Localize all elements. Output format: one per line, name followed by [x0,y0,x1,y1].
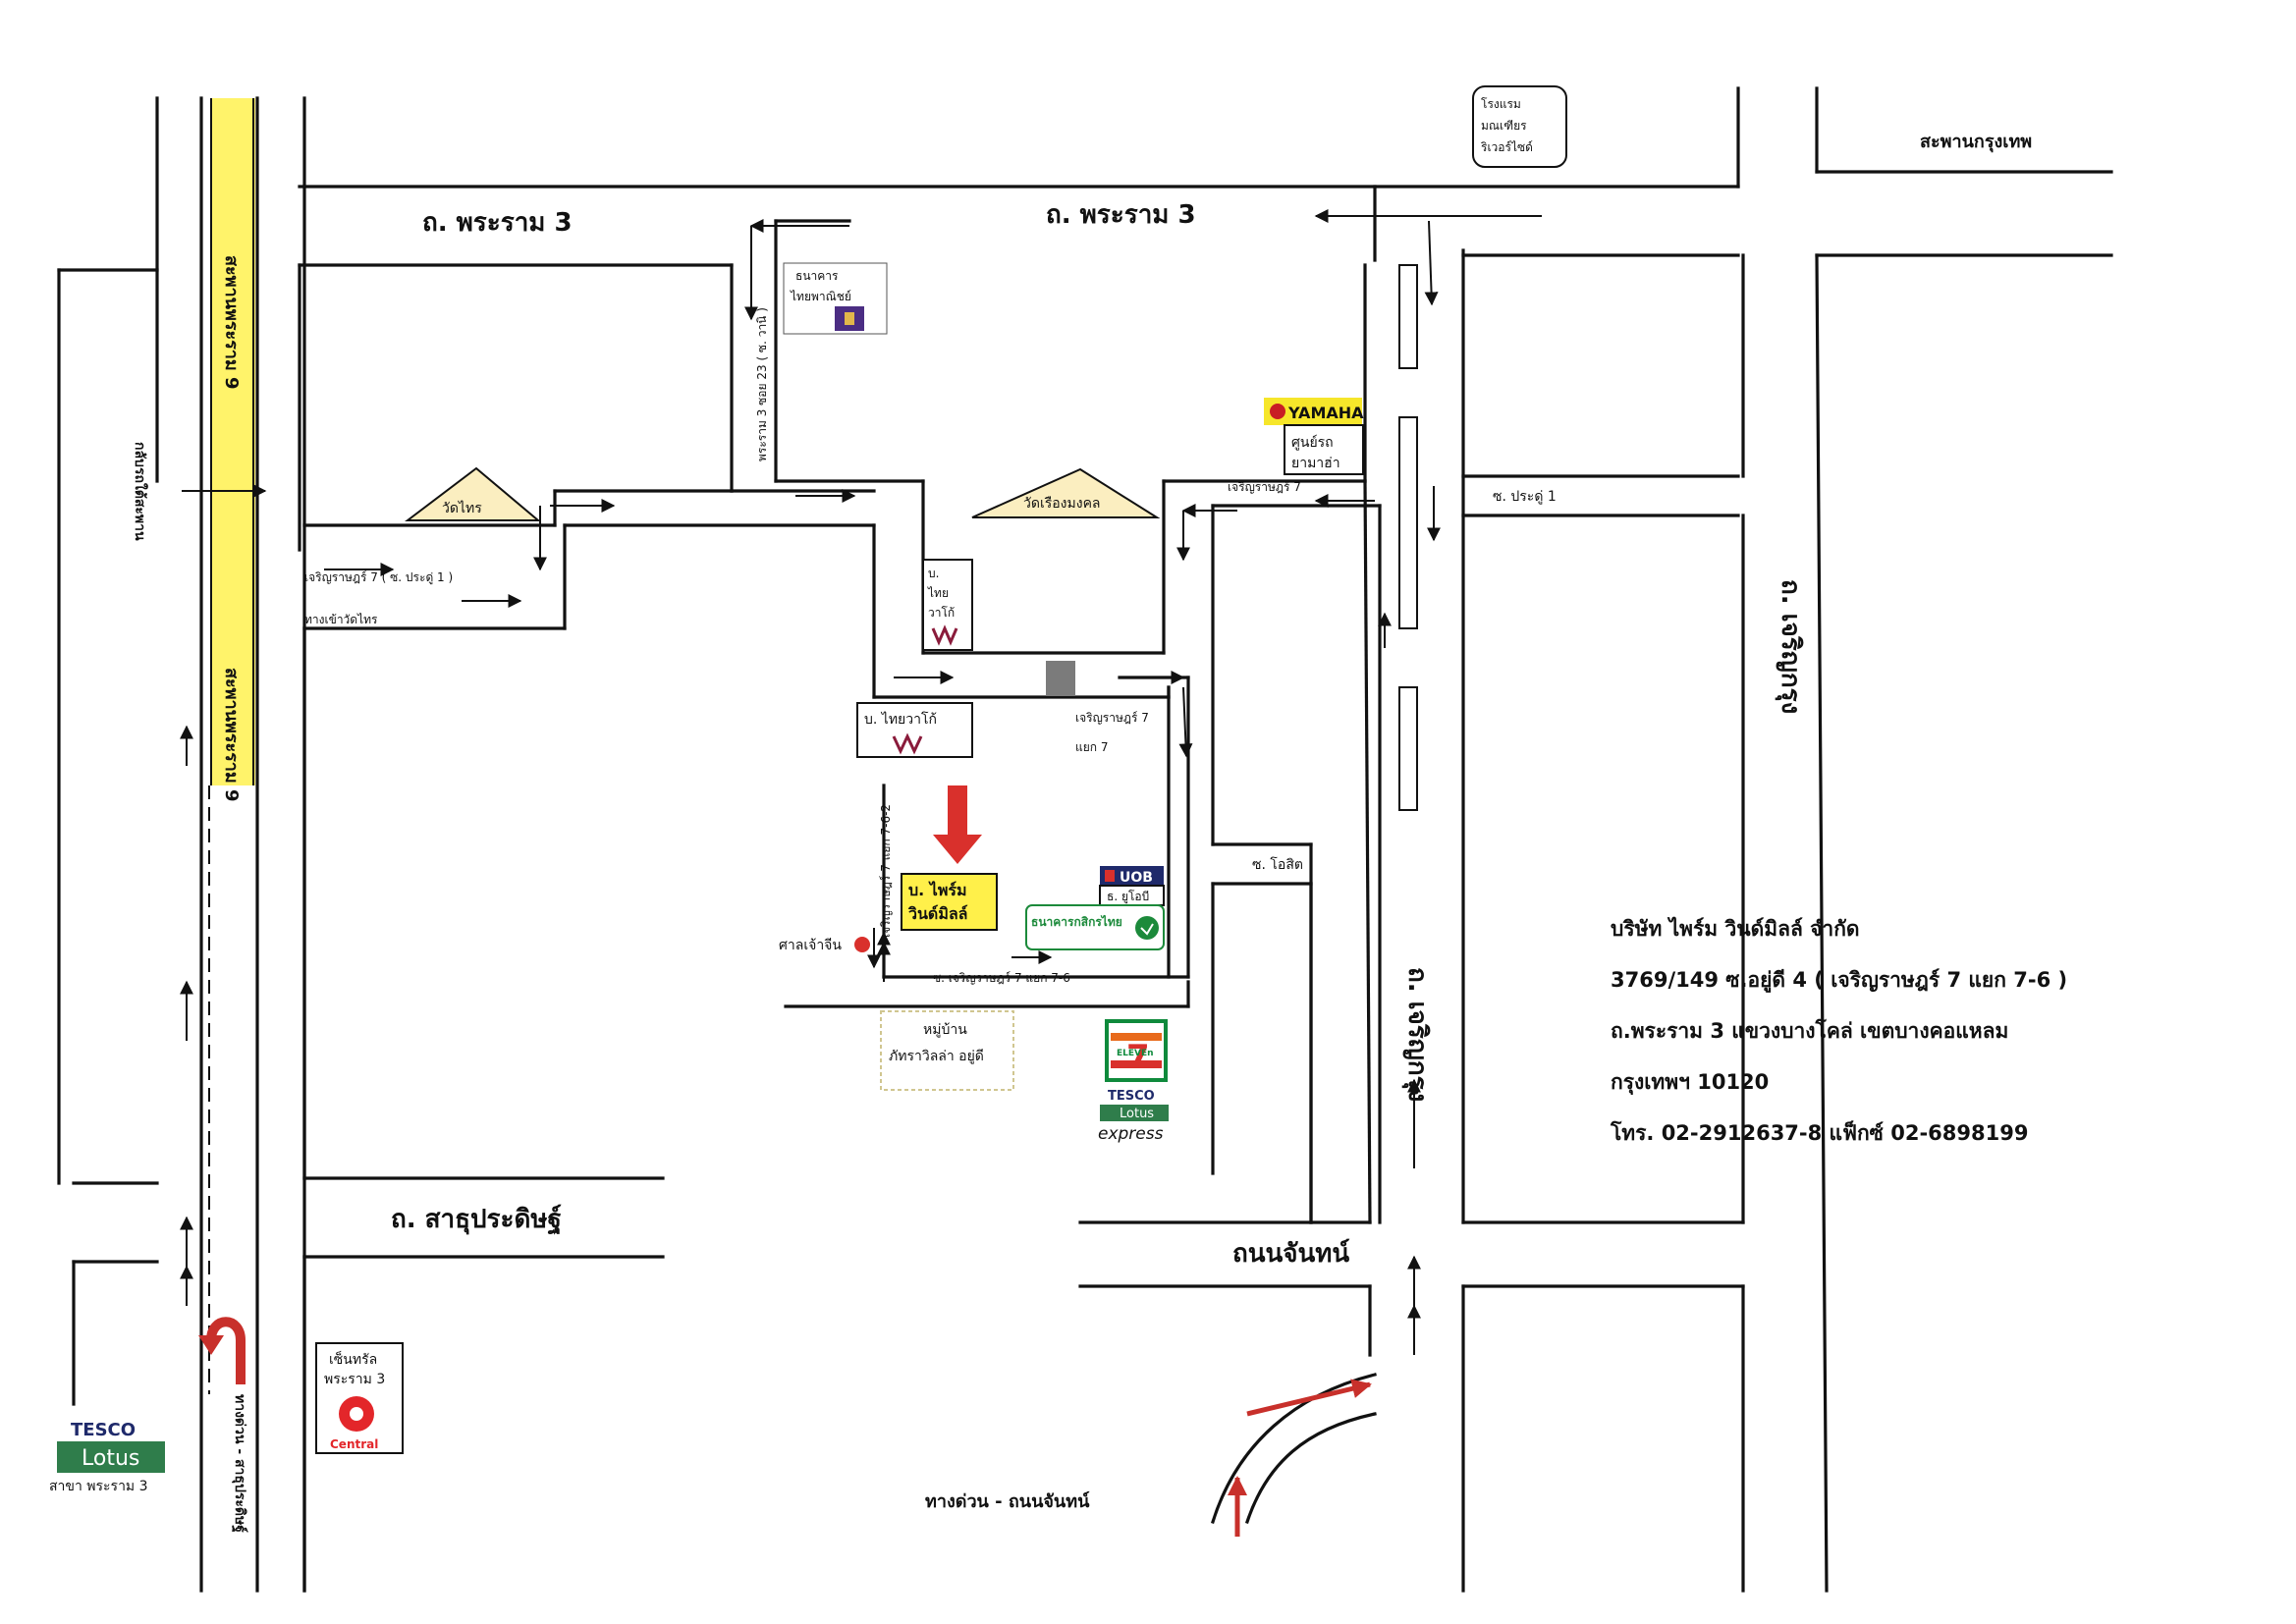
road-labels: ถ. พระราม 3 ถ. พระราม 3 ถ. สาธุประดิษฐ์ … [132,132,2032,1533]
charoenkrung-label-mid: ถ. เจริญกรุง [1401,967,1432,1102]
charoenrat7-pradu1-label: เจริญราษฎร์ 7 ( ซ. ประดู่ 1 ) [304,570,453,585]
seven-eleven-logo-icon [1105,1019,1168,1082]
svg-text:ยามาฮ่า: ยามาฮ่า [1291,456,1340,471]
svg-text:บ.: บ. [928,567,939,580]
scb-bank-landmark: ธนาคาร ไทยพาณิชย์ [783,262,888,335]
rama9-bridge-label-mid: สะพานพระราม 9 [221,668,242,802]
svg-text:พระราม 3: พระราม 3 [324,1372,385,1387]
address-line-2: ถ.พระราม 3 แขวงบางโคล่ เขตบางคอแหลม [1611,1019,2009,1043]
seven-eleven-landmark: 7 ELEVEn [1105,1019,1168,1082]
svg-text:วินด์มิลล์: วินด์มิลล์ [907,904,967,923]
soi23-label: พระราม 3 ซอย 23 ( ซ. วานิ ) [755,307,769,461]
svg-text:Lotus: Lotus [1120,1107,1154,1121]
wacoal-logo-icon [931,624,958,646]
company-name: บริษัท ไพร์ม วินด์มิลล์ จำกัด [1611,917,1860,941]
svg-text:ภัทราวิลล่า อยู่ดี: ภัทราวิลล่า อยู่ดี [889,1049,984,1064]
rama3-road-label-right: ถ. พระราม 3 [1046,200,1196,230]
gate-icon [1046,661,1075,696]
soi-pradu1-label: ซ. ประดู่ 1 [1493,489,1557,505]
thai-wacoal-vertical-landmark: บ. ไทย วาโก้ [922,559,973,651]
svg-text:ศูนย์รถ: ศูนย์รถ [1291,434,1334,451]
svg-text:เซ็นทรัล: เซ็นทรัล [329,1350,377,1368]
svg-text:วาโก้: วาโก้ [928,606,955,620]
kbank-logo-icon [1135,916,1159,940]
hotel-landmark: โรงแรม มณเฑียร ริเวอร์ไซด์ [1472,85,1567,168]
temple-icon [971,467,1161,518]
svg-text:ธ. ยูโอบี: ธ. ยูโอบี [1107,890,1149,904]
svg-text:วัดไทร: วัดไทร [442,500,482,516]
charoenkrung-label-right: ถ. เจริญกรุง [1775,579,1805,714]
contact-phone-fax: โทร. 02-2912637-8 แฟ็กซ์ 02-6898199 [1611,1121,2029,1145]
rama9-bridge-label-top: สะพานพระราม 9 [221,255,242,390]
svg-text:express: express [1098,1124,1164,1144]
rama3-road-label-left: ถ. พระราม 3 [422,208,573,238]
kbank-landmark: ธนาคารกสิกรไทย [1025,904,1165,950]
svg-text:ไทย: ไทย [927,586,949,600]
charoenrat7-top-label: เจริญราษฎร์ 7 [1228,480,1301,494]
svg-text:ELEVEn: ELEVEn [1117,1049,1154,1058]
thai-wacoal-landmark: บ. ไทยวาโก้ [856,702,973,758]
chinese-shrine-landmark: ศาลเจ้าจีน [779,937,870,953]
uob-logo-icon [1100,866,1164,886]
yamaha-landmark: YAMAHA ศูนย์รถ ยามาฮ่า [1264,398,1364,475]
svg-text:ธนาคารกสิกรไทย: ธนาคารกสิกรไทย [1031,914,1122,929]
rama9-road [57,96,306,1593]
wat-entrance-label: ทางเข้าวัดไทร [304,613,378,626]
landmarks: โรงแรม มณเฑียร ริเวอร์ไซด์ ธนาคาร ไทยพาณ… [49,85,1567,1494]
bridge-highlight [211,98,255,785]
svg-text:ริเวอร์ไซด์: ริเวอร์ไซด์ [1480,140,1532,154]
village-landmark: หมู่บ้าน ภัทราวิลล่า อยู่ดี [880,1010,1014,1091]
sathupradit-road-label: ถ. สาธุประดิษฐ์ [391,1204,562,1236]
charoenrat7-762-label: เจริญราษฎร์ 7 แยก 7-6-2 [879,804,893,938]
svg-text:หมู่บ้าน: หมู่บ้าน [923,1022,967,1038]
expressway-sathu-label: ทางด่วน - สาธุประดิษฐ์ [231,1394,248,1533]
krungthep-bridge-label: สะพานกรุงเทพ [1920,132,2032,153]
chan-road-label: ถนนจันทน์ [1232,1238,1350,1269]
traffic-arrows [180,209,1542,1537]
tesco-lotus-landmark: TESCO Lotus สาขา พระราม 3 [49,1420,165,1494]
svg-text:YAMAHA: YAMAHA [1287,404,1364,422]
road-network [57,86,2113,1593]
shrine-icon [854,937,870,952]
svg-text:ศาลเจ้าจีน: ศาลเจ้าจีน [779,938,842,953]
uob-bank-landmark: UOB ธ. ยูโอบี [1099,866,1165,906]
svg-text:TESCO: TESCO [1108,1089,1155,1104]
wacoal-logo-icon [892,732,923,755]
address-line-3: กรุงเทพฯ 10120 [1611,1070,1770,1094]
underpass-label: กลับรถใต้สะพาน [132,442,149,541]
wat-rueang-landmark: วัดเรืองมงคล [971,467,1161,518]
address-line-1: 3769/149 ซ.อยู่ดี 4 ( เจริญราษฎร์ 7 แยก … [1611,968,2068,992]
svg-text:บ. ไทยวาโก้: บ. ไทยวาโก้ [864,711,937,728]
destination-arrow-icon [933,785,982,864]
tesco-express-landmark: TESCO Lotus express [1098,1089,1169,1144]
svg-text:7: 7 [1126,1038,1150,1077]
svg-text:สาขา พระราม 3: สาขา พระราม 3 [49,1479,148,1494]
company-address-block: บริษัท ไพร์ม วินด์มิลล์ จำกัด 3769/149 ซ… [1611,903,2160,1159]
svg-text:วัดเรืองมงคล: วัดเรืองมงคล [1023,496,1101,512]
charoenrat7-yaek7-label-b: แยก 7 [1075,740,1108,754]
svg-text:ธนาคาร: ธนาคาร [795,269,839,283]
charoenrat7-yaek7-label-a: เจริญราษฎร์ 7 [1075,711,1149,725]
svg-text:บ. ไพร์ม: บ. ไพร์ม [908,881,967,899]
svg-text:ไทยพาณิชย์: ไทยพาณิชย์ [790,290,851,303]
svg-text:โรงแรม: โรงแรม [1481,97,1521,111]
soi-osit-label: ซ. โอสิต [1252,856,1303,873]
tesco-logo-icon: TESCO [71,1420,136,1440]
temple-icon [405,466,541,521]
svg-text:Lotus: Lotus [82,1446,139,1471]
svg-text:UOB: UOB [1120,870,1153,886]
svg-text:มณเฑียร: มณเฑียร [1481,119,1527,133]
wat-sai-landmark: วัดไทร [405,466,541,521]
destination-prime-windmill: บ. ไพร์ม วินด์มิลล์ [901,785,998,931]
svg-text:Central: Central [330,1437,378,1451]
expressway-chan-label: ทางด่วน - ถนนจันทน์ [925,1490,1090,1512]
central-rama3-landmark: เซ็นทรัล พระราม 3 Central [315,1342,404,1454]
charoenrat7-76-label: ซ. เจริญราษฎร์ 7 แยก 7-6 [933,971,1070,985]
